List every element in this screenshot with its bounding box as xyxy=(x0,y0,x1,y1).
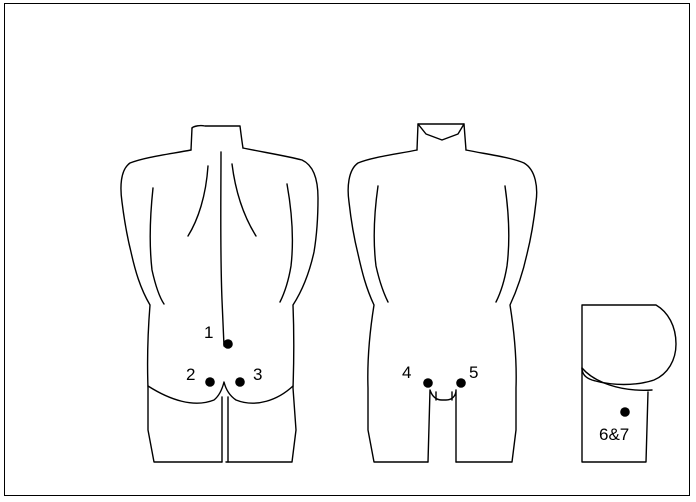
point-3-label: 3 xyxy=(253,365,262,384)
point-67-marker xyxy=(620,407,630,417)
point-5-marker xyxy=(456,378,466,388)
point-1-marker xyxy=(223,339,233,349)
point-5-label: 5 xyxy=(469,363,478,382)
point-4-label: 4 xyxy=(402,363,411,382)
point-1-label: 1 xyxy=(204,323,213,342)
point-3-marker xyxy=(235,377,245,387)
injection-points: 1 2 3 4 5 6&7 xyxy=(186,323,630,444)
point-2-marker xyxy=(205,377,215,387)
back-view-torso xyxy=(121,126,318,462)
point-67-label: 6&7 xyxy=(599,425,629,444)
point-4-marker xyxy=(423,378,433,388)
front-view-torso xyxy=(348,124,537,462)
point-2-label: 2 xyxy=(186,365,195,384)
